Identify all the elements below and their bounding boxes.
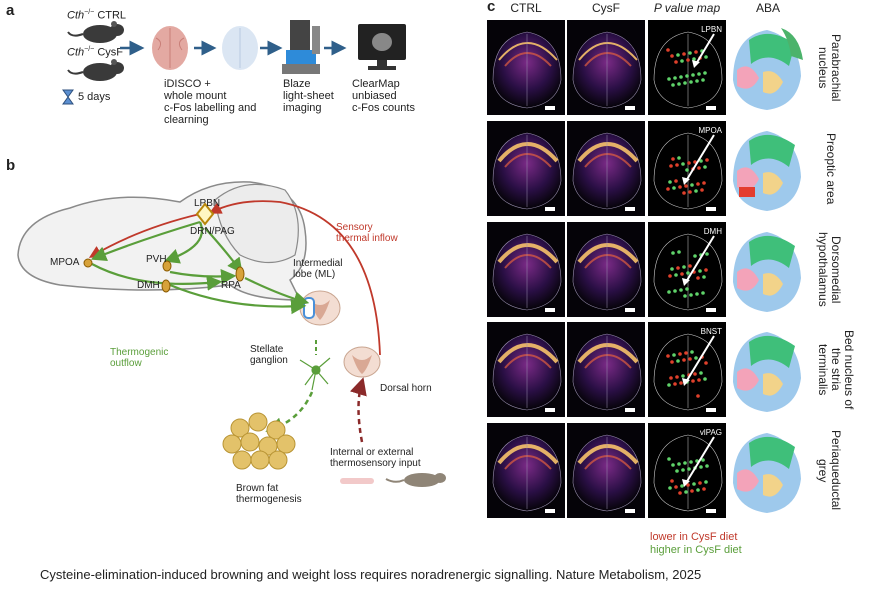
brain-section-ctrl-3 (487, 222, 565, 317)
drn-pag-label: DRN/PAG (190, 226, 235, 237)
brain-section-ctrl-5 (487, 423, 565, 518)
brain-section-ctrl-4 (487, 322, 565, 417)
mouse-cysf-icon (67, 59, 124, 81)
mpoa-label: MPOA (50, 257, 80, 268)
mice-illustration (67, 21, 124, 81)
brain-section-aba-3 (729, 222, 807, 317)
mouse-cysf-label: Cth−/− CysF (67, 46, 123, 59)
brain-section-cysf-2 (567, 121, 645, 216)
pvalue-region-abbr: DMH (704, 227, 722, 236)
dmh-label: DMH (137, 280, 160, 291)
cleared-brain-icon (222, 26, 258, 70)
spinal-cord-icon (299, 290, 341, 326)
panel-c-letter: c (487, 0, 496, 15)
col-ctrl: CTRL (510, 1, 542, 15)
brown-fat-icon (222, 412, 296, 470)
brain-section-pvalue-3: DMH (648, 222, 726, 317)
figure-caption: Cysteine-elimination-induced browning an… (40, 567, 702, 582)
stellate-ganglion-icon (299, 357, 331, 391)
brain-section-pvalue-2: MPOA (648, 121, 726, 216)
lpbn-marker (195, 202, 215, 226)
brain-section-aba-2 (729, 121, 807, 216)
thermoregulation-diagram (17, 181, 446, 487)
col-pvalue: P value map (653, 1, 721, 15)
brain-section-pvalue-5: vlPAG (648, 423, 726, 518)
pvalue-region-abbr: BNST (701, 327, 722, 336)
rpa-marker (235, 266, 245, 282)
pink-brain-icon (152, 26, 188, 70)
mouse-ctrl-label: Cth−/− CTRL (67, 9, 127, 22)
pvh-label: PVH (146, 254, 167, 265)
pvalue-region-abbr: vlPAG (700, 428, 722, 437)
dorsal-horn-icon (343, 346, 381, 378)
brain-section-ctrl-2 (487, 121, 565, 216)
brain-section-aba-4 (729, 322, 807, 417)
mouse-ctrl-icon (67, 21, 124, 43)
dmh-marker (161, 279, 171, 293)
panel-a-letter: a (6, 2, 15, 19)
pvalue-region-abbr: LPBN (701, 25, 722, 34)
col-cysf: CysF (592, 1, 620, 15)
dorsal-horn-label: Dorsal horn (380, 383, 432, 394)
monitor-icon (358, 24, 406, 70)
brain-section-cysf-1 (567, 20, 645, 115)
rpa-label: RPA (221, 280, 241, 291)
light-sheet-microscope-icon (282, 20, 320, 74)
brain-section-ctrl-1 (487, 20, 565, 115)
brain-section-pvalue-1: LPBN (648, 20, 726, 115)
lpbn-label: LPBN (194, 198, 221, 209)
col-aba: ABA (755, 1, 780, 15)
duration-label: 5 days (78, 91, 111, 103)
workflow-illustrations (152, 20, 406, 74)
brain-section-cysf-4 (567, 322, 645, 417)
brain-section-cysf-3 (567, 222, 645, 317)
brain-section-pvalue-4: BNST (648, 322, 726, 417)
workflow-arrows (120, 40, 347, 56)
pvh-marker (162, 260, 172, 272)
lying-mouse-icon (340, 473, 446, 487)
panel-b-letter: b (6, 157, 16, 174)
hourglass-icon (62, 89, 74, 105)
legend-lower: lower in CysF diet (650, 531, 738, 543)
brain-section-cysf-5 (567, 423, 645, 518)
mpoa-marker (83, 258, 93, 268)
pvalue-region-abbr: MPOA (698, 126, 722, 135)
row-label-mpoa: Preoptic area (824, 132, 838, 205)
brain-section-aba-5 (729, 423, 807, 518)
brain-section-aba-1 (729, 20, 807, 115)
legend-higher: higher in CysF diet (650, 544, 742, 556)
